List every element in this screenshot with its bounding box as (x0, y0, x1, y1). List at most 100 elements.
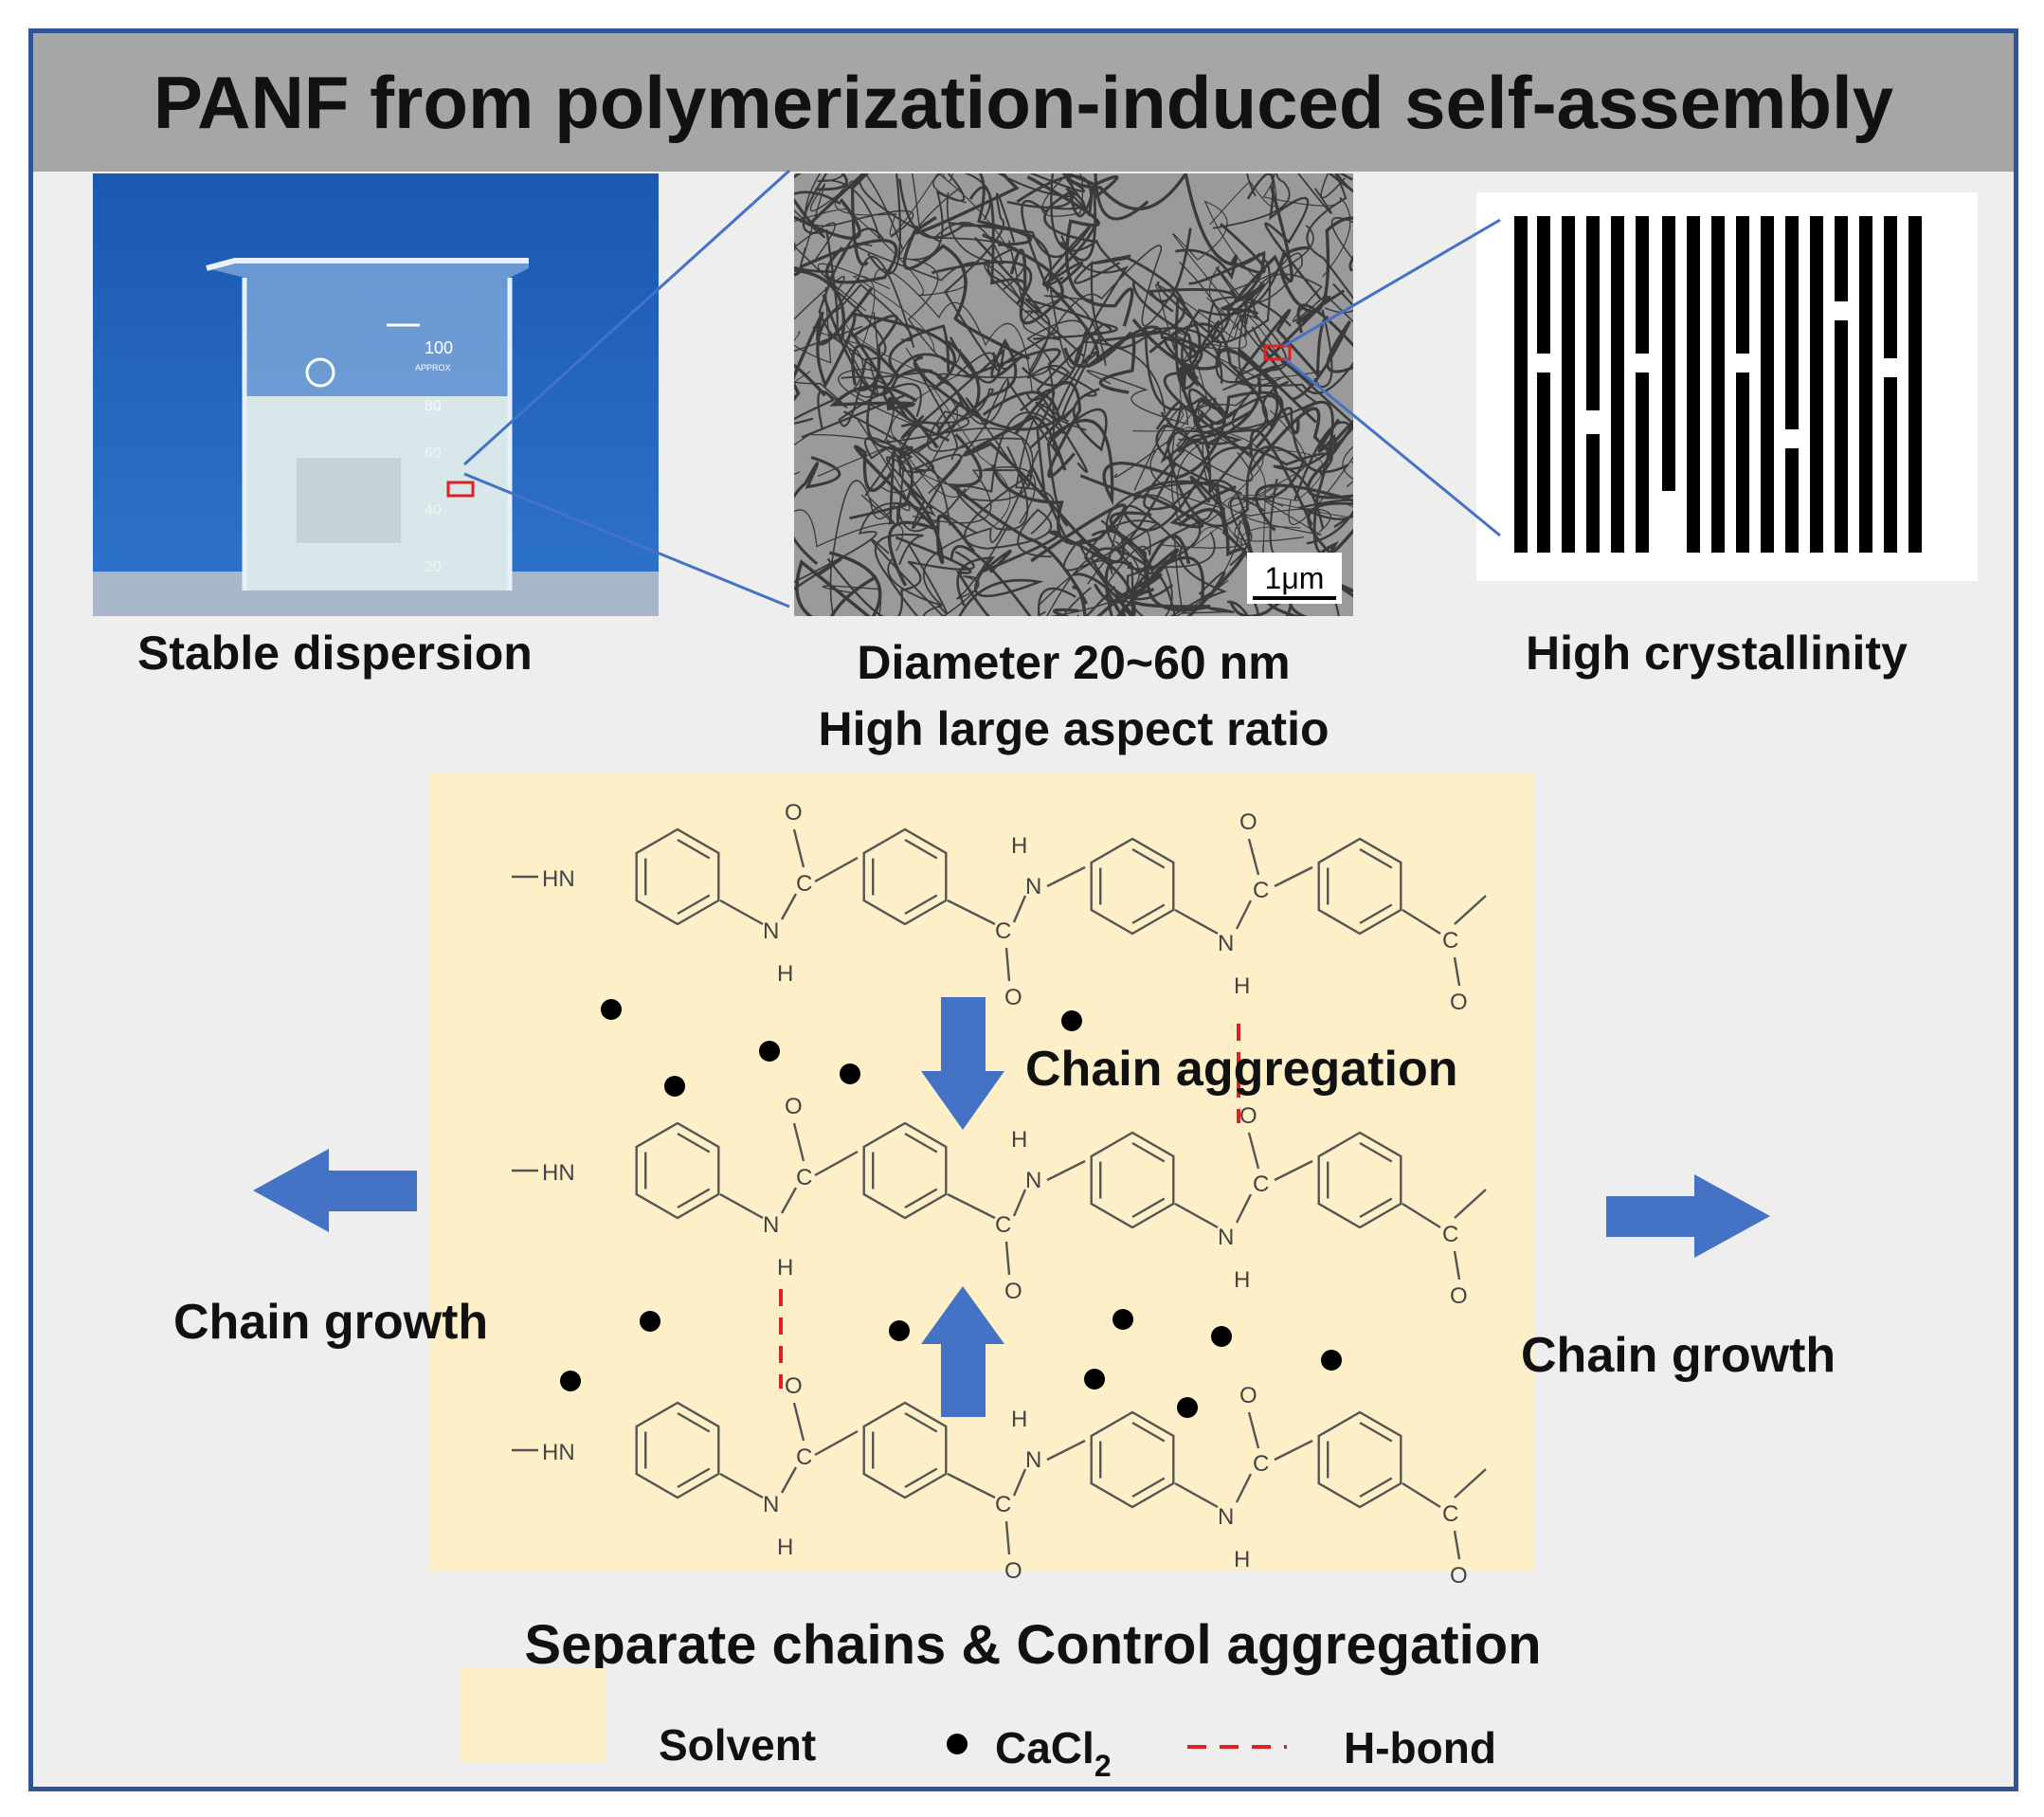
fiber-strand (1132, 282, 1229, 418)
fiber-strand (977, 173, 1033, 246)
fiber-strand (794, 287, 874, 402)
chain-aggregation-label: Chain aggregation (1025, 1042, 1457, 1097)
bond-line (1131, 1421, 1166, 1443)
bond-line (1131, 1197, 1166, 1219)
bond-line (904, 1188, 938, 1209)
zoom-connectors (462, 169, 1501, 609)
fiber-strand (1291, 303, 1353, 402)
atom-o: O (1450, 1563, 1468, 1589)
fiber-strand (1061, 531, 1216, 616)
benzene-ring (1317, 1410, 1402, 1509)
chain-growth-right-label: Chain growth (1521, 1328, 1836, 1383)
bond-line (1247, 1132, 1260, 1170)
fiber-strand (1072, 572, 1136, 616)
bond-line (1274, 865, 1313, 888)
fiber-strand (815, 173, 848, 191)
fiber-strand (1078, 539, 1226, 616)
fiber-strand (1164, 297, 1221, 390)
benzene-ring (1090, 1410, 1175, 1509)
fiber-strand (794, 456, 841, 566)
benzene-ring (635, 1401, 720, 1499)
fiber-strand (885, 373, 972, 498)
fiber-strand (794, 471, 904, 552)
fiber-strand (1245, 273, 1353, 325)
chain-end-hn: HN (542, 1440, 575, 1465)
atom-n: N (1025, 1447, 1041, 1473)
fiber-strand (1175, 397, 1254, 482)
fiber-strand (794, 325, 863, 409)
fiber-strand (913, 355, 1061, 431)
bond-line (814, 1150, 859, 1177)
bond-line (677, 1467, 711, 1489)
bond-line (1274, 1439, 1313, 1462)
benzene-ring (862, 1121, 948, 1220)
fiber-strand (1063, 332, 1136, 394)
bond-line (1359, 1141, 1393, 1163)
fiber-strand (1038, 587, 1076, 616)
atom-o: O (1450, 990, 1468, 1015)
atom-h: H (777, 961, 793, 987)
fiber-strand (1262, 173, 1351, 278)
bond-line (1131, 847, 1166, 869)
atom-h: H (1011, 1407, 1027, 1432)
fiber-strand (964, 473, 1053, 558)
legend-hbond-label: H-bond (1344, 1723, 1496, 1772)
bond-line (677, 1188, 711, 1209)
bond-line (1454, 895, 1487, 925)
fiber-strand (1177, 507, 1247, 616)
solvent-panel (429, 772, 1534, 1571)
figure-frame: PANF from polymerization-induced self-as… (28, 28, 2018, 1791)
bond-line (1004, 1520, 1011, 1555)
beaker-mark-approx: APPROX (415, 363, 451, 372)
atom-c: C (796, 871, 812, 897)
atom-o: O (1239, 809, 1257, 835)
fiber-strand (1229, 225, 1314, 330)
fiber-strand (1255, 483, 1353, 532)
atom-h: H (1011, 1127, 1027, 1153)
benzene-ring (1090, 837, 1175, 936)
legend-solvent-swatch (460, 1668, 606, 1763)
fiber-strand (1041, 173, 1084, 217)
fiber-strand (799, 173, 920, 268)
bond-line (1402, 908, 1441, 936)
fiber-strand (956, 556, 1044, 616)
atom-n: N (1218, 931, 1234, 956)
fiber-strand (873, 268, 1033, 392)
bond-line (1235, 899, 1253, 930)
fiber-strand (794, 433, 895, 477)
atom-h: H (1234, 973, 1250, 999)
benzene-ring (862, 827, 948, 926)
bond-line (677, 838, 711, 860)
fiber-strand (1006, 173, 1174, 313)
bond-line (1453, 956, 1461, 987)
fiber-strand (1014, 381, 1082, 479)
fiber-strand (942, 173, 954, 182)
bond-line (904, 1132, 938, 1154)
beaker-logo-icon (305, 357, 335, 388)
bond-line (1359, 1421, 1393, 1443)
fiber-strand (1306, 173, 1353, 307)
bond-line (947, 1192, 996, 1220)
bond-line (1247, 1411, 1260, 1449)
fiber-strand (1175, 223, 1266, 281)
bond-line (1012, 1468, 1027, 1497)
stable-dispersion-label: Stable dispersion (137, 627, 533, 680)
bond-line (719, 1472, 764, 1499)
benzene-ring (635, 1121, 720, 1220)
bond-line (1247, 838, 1260, 876)
beaker-mark-20: 20 (425, 559, 442, 575)
fiber-strand (822, 294, 950, 396)
fiber-strand (1262, 342, 1353, 426)
fiber-strand (1167, 297, 1247, 445)
bond-line (904, 1467, 938, 1489)
crystallinity-label: High crystallinity (1526, 627, 1908, 680)
diameter-label: Diameter 20~60 nm (857, 636, 1291, 689)
fiber-strand (870, 538, 948, 616)
atom-c: C (1442, 1501, 1458, 1527)
aggregation-up-arrow (921, 1286, 1004, 1417)
fiber-strand (1179, 261, 1261, 437)
fiber-strand (963, 415, 1126, 564)
fiber-strand (1173, 533, 1233, 616)
benzene-ring (1090, 1131, 1175, 1229)
atom-o: O (1004, 1558, 1022, 1584)
